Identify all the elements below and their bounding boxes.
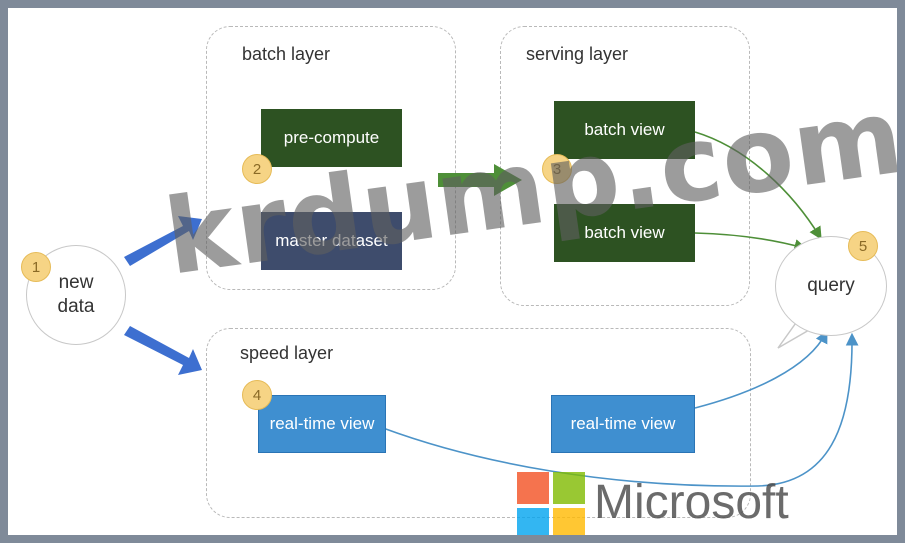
- realtime-view-2-label: real-time view: [570, 414, 676, 433]
- step-badge-2: 2: [242, 154, 272, 184]
- serving-layer-title: serving layer: [526, 44, 629, 64]
- speed-layer-title: speed layer: [240, 343, 334, 363]
- realtime-view-1-label: real-time view: [269, 414, 375, 433]
- realtime-view-2-to-query-line: [694, 330, 828, 409]
- batch-view-box-1: batch view: [554, 101, 695, 159]
- serving-layer: [500, 26, 750, 306]
- batch-layer: [206, 26, 456, 290]
- ms-logo-green-square: [553, 472, 585, 504]
- query-label: query: [807, 275, 855, 297]
- master-dataset-label: master dataset: [275, 231, 388, 250]
- new-data-to-speed-arrow: [124, 326, 202, 375]
- microsoft-wordmark: Microsoft: [594, 476, 789, 529]
- flow-arrows: [124, 131, 859, 487]
- batch-to-serving-arrow: [438, 164, 522, 196]
- batch-view-1-to-query-line: [694, 131, 822, 240]
- realtime-view-box-1: real-time view: [258, 395, 386, 453]
- realtime-view-box-2: real-time view: [551, 395, 695, 453]
- diagram-canvas: batch layer serving layer speed layer ne…: [8, 8, 897, 535]
- batch-view-2-label: batch view: [584, 223, 665, 242]
- speed-layer: [206, 328, 751, 518]
- batch-view-1-label: batch view: [584, 120, 665, 139]
- ms-logo-yellow-square: [553, 508, 585, 535]
- realtime-view-1-to-query-line: [382, 332, 859, 487]
- step-badge-5: 5: [848, 231, 878, 261]
- ms-logo-blue-square: [517, 508, 549, 535]
- new-data-label: new data: [57, 272, 95, 317]
- step-badge-4: 4: [242, 380, 272, 410]
- step-badge-3: 3: [542, 154, 572, 184]
- batch-layer-title: batch layer: [242, 44, 331, 64]
- step-badge-1: 1: [21, 252, 51, 282]
- pre-compute-box: pre-compute: [261, 109, 402, 167]
- pre-compute-label: pre-compute: [283, 128, 380, 147]
- batch-view-2-to-query-line: [694, 232, 808, 252]
- batch-view-box-2: batch view: [554, 204, 695, 262]
- ms-logo-red-square: [517, 472, 549, 504]
- microsoft-logo-icon: [517, 472, 585, 535]
- master-dataset-box: master dataset: [261, 212, 402, 270]
- new-data-to-batch-arrow: [124, 216, 202, 266]
